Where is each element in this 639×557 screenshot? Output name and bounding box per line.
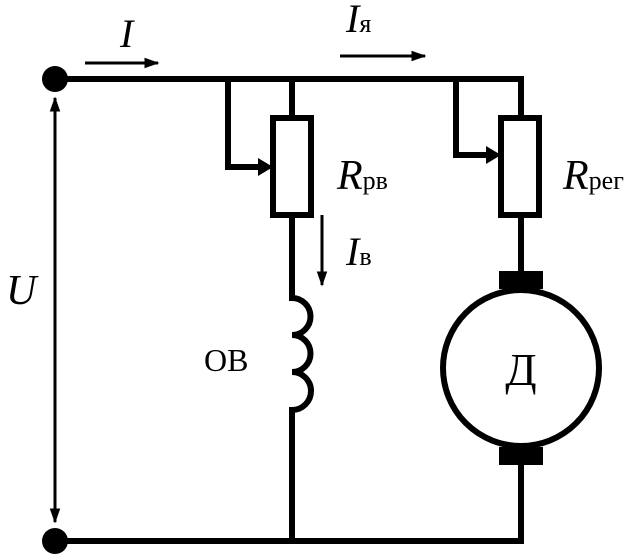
field-rheostat-symbol: R bbox=[336, 153, 363, 199]
field-winding-label: ОВ bbox=[204, 342, 248, 378]
armature-rheostat-label: Rрег bbox=[562, 153, 624, 199]
field-rheostat-tap-arrowhead bbox=[258, 158, 273, 176]
armature-rheostat-tap-arrowhead bbox=[486, 146, 501, 164]
terminal-dot-icon bbox=[42, 66, 68, 92]
dc-motor-icon bbox=[440, 287, 602, 449]
field-rheostat-subscript: рв bbox=[363, 166, 388, 195]
field-rheostat-tap bbox=[225, 76, 265, 170]
motor-brush-top bbox=[499, 271, 543, 289]
winding-coil-icon bbox=[291, 295, 314, 413]
current-field-subscript: в bbox=[359, 242, 371, 271]
motor-label: Д bbox=[505, 344, 536, 395]
current-armature-subscript: я bbox=[359, 9, 371, 38]
field-rheostat-icon bbox=[270, 115, 314, 218]
armature-rheostat-tap bbox=[453, 76, 493, 158]
armature-rheostat-icon bbox=[498, 115, 542, 218]
voltage-label: U bbox=[6, 268, 39, 314]
terminal-dot-icon bbox=[42, 528, 68, 554]
current-field-label: Iв bbox=[345, 229, 372, 274]
armature-rheostat-symbol: R bbox=[562, 153, 589, 199]
current-total-label: I bbox=[119, 11, 135, 56]
motor-brush-bottom bbox=[499, 447, 543, 465]
field-rheostat-label: Rрв bbox=[336, 153, 388, 199]
current-armature-symbol: I bbox=[345, 0, 361, 41]
current-armature-label: Iя bbox=[345, 0, 371, 41]
current-field-symbol: I bbox=[345, 229, 361, 274]
armature-rheostat-subscript: рег bbox=[589, 166, 624, 195]
